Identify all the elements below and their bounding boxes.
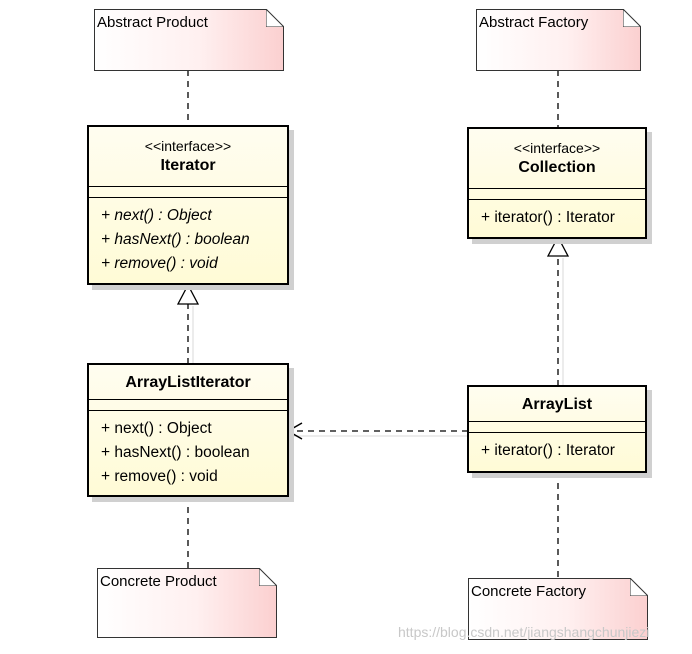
arraylistiterator-name: ArrayListIterator	[125, 374, 251, 391]
note-concrete-product-text: Concrete Product	[100, 573, 217, 590]
note-fold-icon	[630, 578, 648, 596]
arraylistiterator-attributes	[89, 399, 287, 410]
realization-arrowhead-collection	[546, 235, 570, 257]
arraylistiterator-operations: + next() : Object + hasNext() : boolean …	[89, 410, 287, 493]
class-iterator[interactable]: <<interface>> Iterator + next() : Object…	[87, 125, 289, 285]
arraylist-attributes	[469, 421, 645, 432]
arraylist-operations: + iterator() : Iterator	[469, 432, 645, 467]
iterator-attributes	[89, 186, 287, 197]
collection-name: Collection	[518, 159, 596, 176]
class-arraylistiterator[interactable]: ArrayListIterator + next() : Object + ha…	[87, 363, 289, 497]
collection-attributes	[469, 188, 645, 199]
note-concrete-factory-text: Concrete Factory	[471, 583, 587, 600]
operation: + iterator() : Iterator	[481, 442, 615, 459]
note-fold-icon	[266, 9, 284, 27]
operation: + next() : Object	[101, 420, 212, 437]
operation: + next() : Object	[101, 207, 212, 224]
note-abstract-product-text: Abstract Product	[97, 14, 208, 31]
note-concrete-product: Concrete Product	[97, 568, 277, 638]
operation: + remove() : void	[101, 255, 218, 272]
collection-stereotype: <<interface>>	[513, 140, 601, 156]
operation: + hasNext() : boolean	[101, 231, 250, 248]
iterator-operations: + next() : Object + hasNext() : boolean …	[89, 197, 287, 280]
iterator-name: Iterator	[160, 157, 216, 174]
watermark-url: https://blog.csdn.net/jiangshangchunjiez…	[398, 624, 650, 640]
class-arraylist[interactable]: ArrayList + iterator() : Iterator	[467, 385, 647, 473]
realization-arrowhead-iterator	[176, 283, 200, 305]
note-fold-icon	[259, 568, 277, 586]
note-fold-icon	[623, 9, 641, 27]
class-collection[interactable]: <<interface>> Collection + iterator() : …	[467, 127, 647, 239]
operation: + hasNext() : boolean	[101, 444, 250, 461]
arraylist-name: ArrayList	[521, 396, 593, 413]
note-abstract-product: Abstract Product	[94, 9, 284, 71]
collection-operations: + iterator() : Iterator	[469, 199, 645, 234]
note-abstract-factory-text: Abstract Factory	[479, 14, 589, 31]
iterator-stereotype: <<interface>>	[144, 138, 232, 154]
operation: + iterator() : Iterator	[481, 209, 615, 226]
note-concrete-factory: Concrete Factory	[468, 578, 648, 640]
operation: + remove() : void	[101, 468, 218, 485]
note-abstract-factory: Abstract Factory	[476, 9, 641, 71]
